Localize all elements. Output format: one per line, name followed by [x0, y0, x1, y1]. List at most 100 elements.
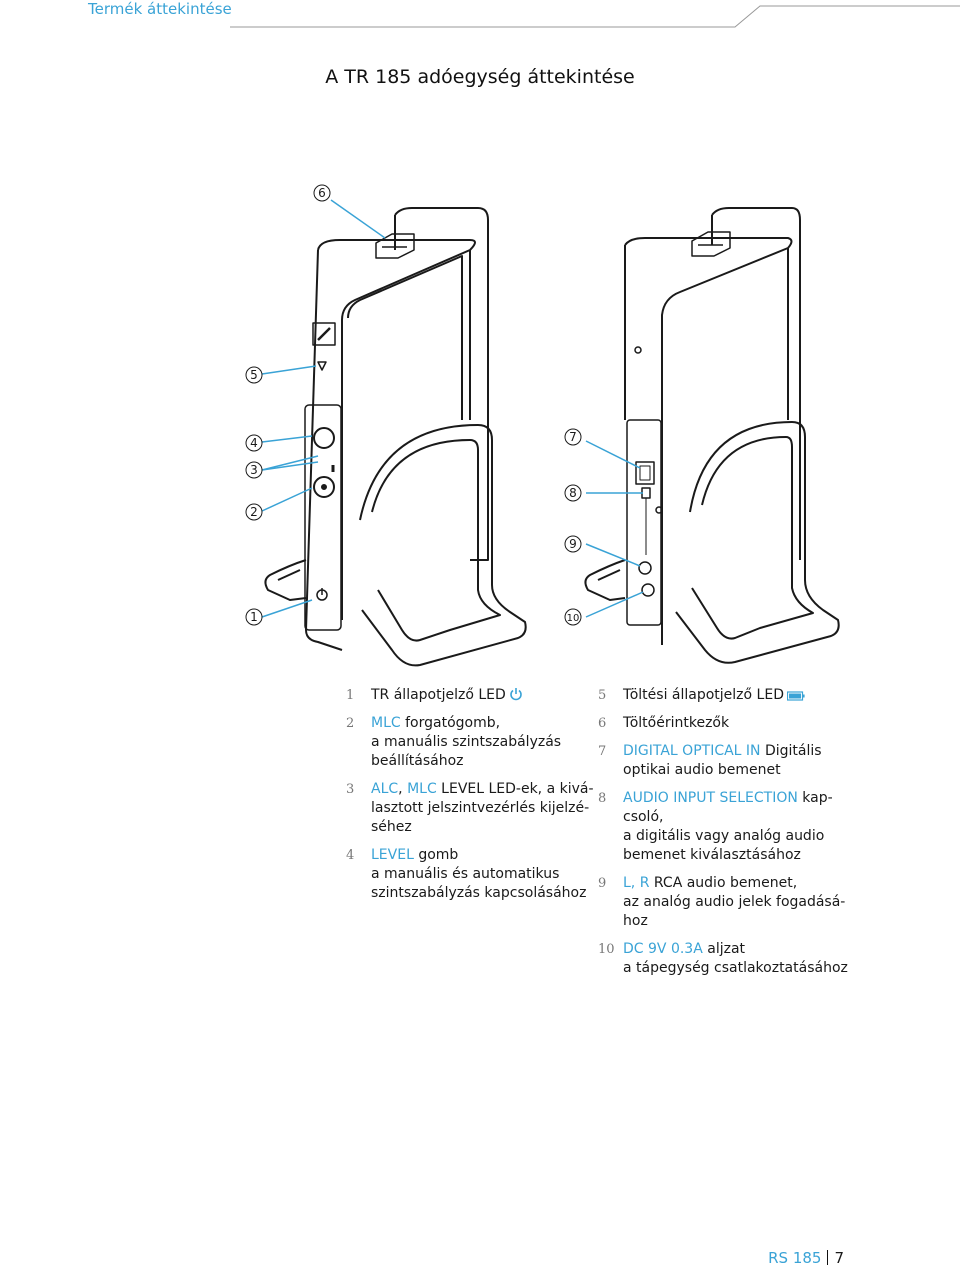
legend-text: csoló, [623, 809, 664, 825]
callout-1: 1 [245, 608, 263, 626]
right-unit [584, 207, 840, 664]
legend-line: DIGITAL OPTICAL IN Digitális [623, 742, 858, 761]
legend-line: bemenet kiválasztásához [623, 846, 858, 865]
legend-term: MLC [407, 781, 437, 797]
callout-5: 5 [245, 366, 263, 384]
legend-number: 4 [346, 848, 355, 863]
legend-line: DC 9V 0.3A aljzat [623, 940, 858, 959]
legend-text: Töltési állapotjelző LED [623, 687, 784, 703]
legend-term: L, R [623, 875, 650, 891]
footer-separator [827, 1250, 829, 1265]
legend-item-1: 1 TR állapotjelző LED [346, 686, 586, 705]
legend-text: LEVEL LED-ek, a kivá- [436, 781, 594, 797]
callout-9: 9 [564, 535, 582, 553]
legend-term: AUDIO INPUT SELECTION [623, 790, 798, 806]
left-unit [264, 207, 527, 667]
legend-text: a digitális vagy analóg audio [623, 828, 825, 844]
legend-line: TR állapotjelző LED [371, 686, 586, 705]
legend-term: DC 9V 0.3A [623, 941, 703, 957]
legend-number: 8 [598, 791, 607, 806]
legend-line: MLC forgatógomb, [371, 714, 586, 733]
transmitter-illustration: 6 5 4 3 2 1 7 8 9 10 [245, 184, 840, 667]
legend-text: forgatógomb, [400, 715, 501, 731]
legend-number: 7 [598, 744, 607, 759]
legend-line: beállításához [371, 752, 586, 771]
legend-line: a manuális és automatikus [371, 865, 586, 884]
legend-line: séhez [371, 818, 586, 837]
callout-3: 3 [245, 461, 263, 479]
legend-text: a manuális és automatikus [371, 866, 560, 882]
svg-text:7: 7 [569, 430, 577, 444]
legend-line: AUDIO INPUT SELECTION kap- [623, 789, 858, 808]
legend-item-8: 8 AUDIO INPUT SELECTION kap-csoló, a digit… [598, 789, 858, 865]
svg-text:5: 5 [250, 368, 258, 382]
svg-text:4: 4 [250, 436, 258, 450]
legend-text: bemenet kiválasztásához [623, 847, 801, 863]
legend-text: beállításához [371, 753, 464, 769]
svg-text:2: 2 [250, 505, 258, 519]
legend-line: ALC, MLC LEVEL LED-ek, a kivá- [371, 780, 594, 799]
legend-text: a tápegység csatlakoztatásához [623, 960, 848, 976]
legend-text: kap- [797, 790, 833, 806]
legend-item-3: 3 ALC, MLC LEVEL LED-ek, a kivá-lasztott … [346, 780, 594, 837]
svg-text:3: 3 [250, 463, 258, 477]
legend-text: TR állapotjelző LED [371, 687, 506, 703]
legend-text: gomb [413, 847, 459, 863]
battery-icon [786, 691, 805, 701]
page-title: A TR 185 adóegység áttekintése [325, 66, 635, 88]
legend-term: MLC [371, 715, 401, 731]
callout-7: 7 [564, 428, 582, 446]
legend-number: 3 [346, 782, 355, 797]
callout-2: 2 [245, 503, 263, 521]
page-footer: RS 185 7 [768, 1249, 844, 1267]
legend-line: Töltőérintkezők [623, 714, 858, 733]
svg-text:1: 1 [250, 610, 258, 624]
legend-line: hoz [623, 912, 858, 931]
legend-text: szintszabályzás kapcsolásához [371, 885, 587, 901]
legend-line: szintszabályzás kapcsolásához [371, 884, 586, 903]
legend-text: RCA audio bemenet, [649, 875, 798, 891]
legend-line: Töltési állapotjelző LED [623, 686, 858, 705]
header-rule [230, 5, 960, 28]
footer-brand: RS 185 [768, 1249, 822, 1267]
legend-line: a digitális vagy analóg audio [623, 827, 858, 846]
legend-number: 1 [346, 688, 355, 703]
legend-text: lasztott jelszintvezérlés kijelzé- [371, 800, 590, 816]
legend-term: LEVEL [371, 847, 414, 863]
legend-number: 9 [598, 876, 607, 891]
callout-4: 4 [245, 434, 263, 452]
legend-line: L, R RCA audio bemenet, [623, 874, 858, 893]
legend-line: lasztott jelszintvezérlés kijelzé- [371, 799, 590, 818]
legend-text: hoz [623, 913, 648, 929]
svg-text:6: 6 [318, 186, 326, 200]
legend-item-5: 5 Töltési állapotjelző LED [598, 686, 858, 705]
callout-6: 6 [313, 184, 331, 202]
legend-text: séhez [371, 819, 412, 835]
legend-text: , [398, 781, 408, 797]
power-icon [510, 688, 522, 701]
legend-line: a manuális szintszabályzás [371, 733, 586, 752]
svg-text:10: 10 [567, 613, 580, 624]
svg-text:9: 9 [569, 537, 577, 551]
section-label: Termék áttekintése [88, 0, 232, 18]
svg-text:8: 8 [569, 486, 577, 500]
legend-line: LEVEL gomb [371, 846, 586, 865]
legend-text: Töltőérintkezők [623, 715, 730, 731]
legend-number: 5 [598, 688, 607, 703]
legend-text: aljzat [702, 941, 746, 957]
legend-line: a tápegység csatlakoztatásához [623, 959, 858, 978]
legend-term: ALC [371, 781, 399, 797]
page-number: 7 [834, 1249, 844, 1267]
callout-8: 8 [564, 484, 582, 502]
legend-text: Digitális [760, 743, 822, 759]
legend-line: optikai audio bemenet [623, 761, 858, 780]
legend-line: csoló, [623, 808, 858, 827]
callout-10: 10 [564, 608, 582, 626]
